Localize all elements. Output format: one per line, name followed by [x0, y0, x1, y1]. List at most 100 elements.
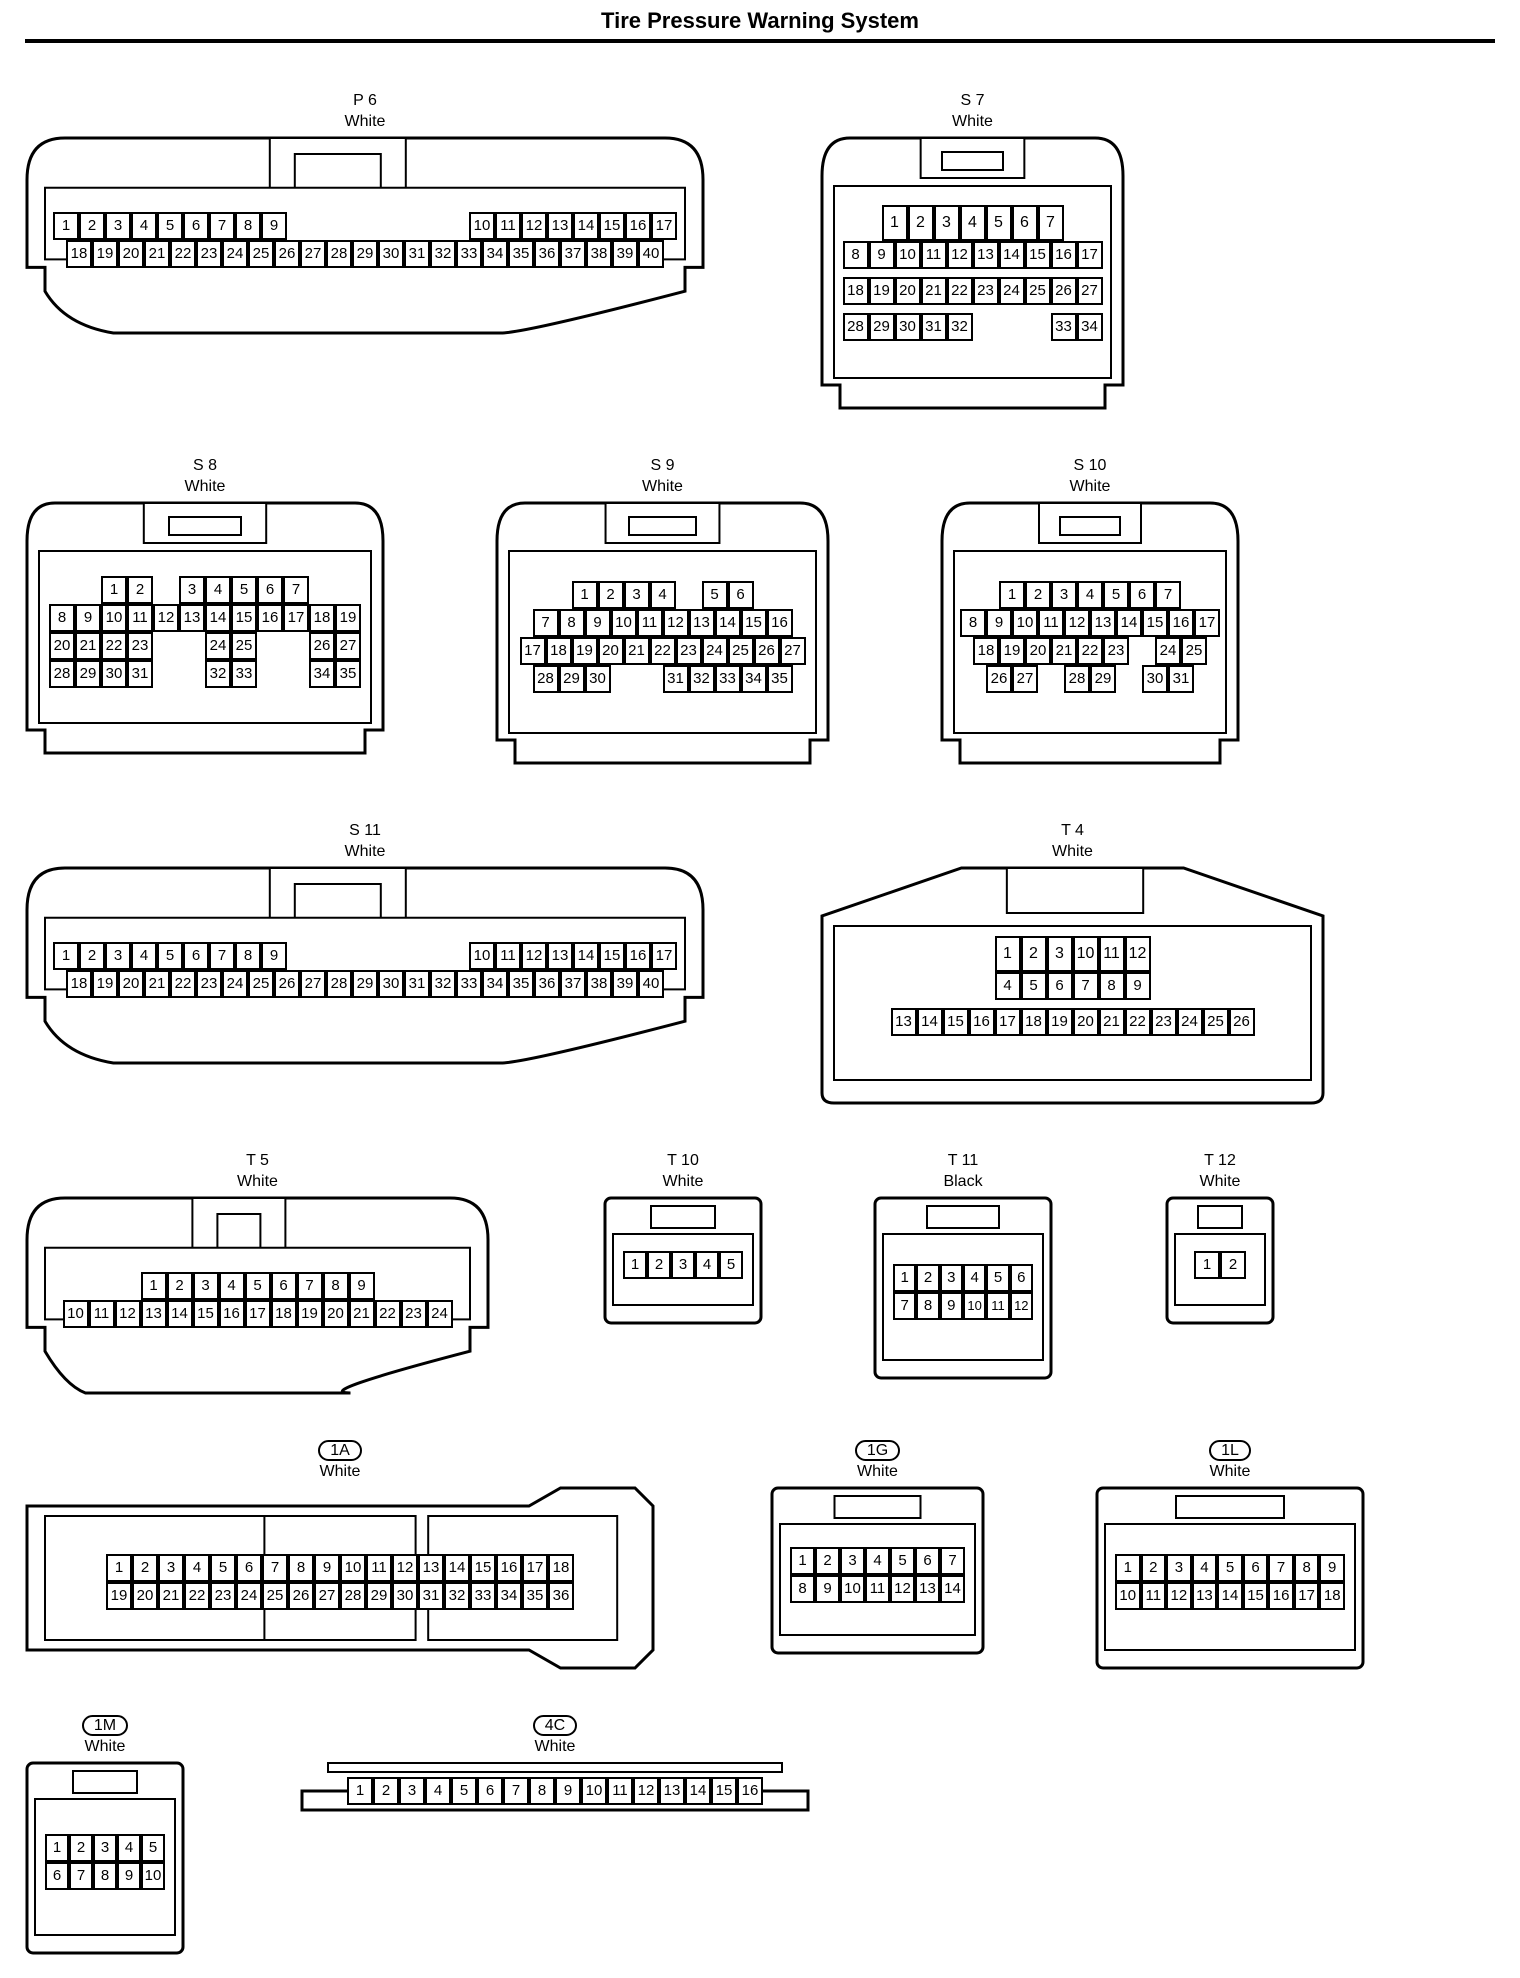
pin: 24	[1155, 637, 1181, 665]
pin: 8	[960, 609, 986, 637]
pin: 9	[261, 211, 287, 240]
pin: 34	[740, 665, 767, 693]
pin: 7	[69, 1862, 93, 1890]
pin: 19	[1046, 1007, 1073, 1036]
pin: 30	[378, 969, 404, 998]
pin: 1	[1194, 1250, 1220, 1279]
pin: 5	[719, 1250, 743, 1279]
pin: 2	[916, 1264, 940, 1292]
pin: 24	[998, 277, 1025, 305]
pin: 1	[1115, 1554, 1141, 1582]
pin: 23	[675, 637, 702, 665]
pin: 20	[132, 1582, 158, 1610]
pin: 17	[283, 604, 309, 632]
pin: 11	[1098, 935, 1125, 972]
pin: 20	[118, 239, 144, 268]
pin: 3	[158, 1554, 184, 1582]
pin: 14	[940, 1574, 965, 1603]
connector-code-text: T 12	[1204, 1152, 1236, 1169]
pin: 15	[711, 1776, 737, 1805]
pin: 9	[555, 1776, 581, 1805]
pin: 9	[75, 604, 101, 632]
pin: 2	[79, 211, 105, 240]
pin: 33	[714, 665, 741, 693]
pin: 31	[127, 660, 153, 688]
pin: 6	[1009, 1264, 1033, 1292]
pin: 37	[560, 239, 586, 268]
pin: 25	[1202, 1007, 1229, 1036]
connector-color: White	[662, 1173, 704, 1190]
pin: 3	[192, 1271, 219, 1300]
pin: 21	[75, 632, 101, 660]
pin: 3	[933, 205, 960, 241]
pin: 8	[529, 1776, 555, 1805]
pin: 35	[522, 1582, 548, 1610]
pin: 24	[205, 632, 231, 660]
pin: 11	[495, 941, 521, 970]
pin: 15	[599, 211, 625, 240]
pin: 7	[209, 941, 235, 970]
pin: 13	[915, 1574, 940, 1603]
pin: 21	[1051, 637, 1077, 665]
pin: 39	[612, 969, 638, 998]
pin: 25	[248, 239, 274, 268]
pin: 6	[270, 1271, 297, 1300]
pin: 9	[1124, 971, 1151, 1000]
pin: 20	[1072, 1007, 1099, 1036]
connector-code-text: S 8	[192, 457, 217, 474]
pin: 34	[482, 969, 508, 998]
pin: 12	[114, 1299, 141, 1328]
pin: 21	[920, 277, 947, 305]
pin: 21	[158, 1582, 184, 1610]
connector-code-text: 1G	[854, 1440, 901, 1461]
pin: 31	[1168, 665, 1194, 693]
pin: 7	[940, 1546, 965, 1575]
connector-color: White	[184, 478, 226, 495]
pin: 34	[1076, 313, 1103, 341]
pin: 10	[469, 941, 495, 970]
pin: 9	[815, 1574, 840, 1603]
pin: 10	[963, 1292, 987, 1320]
pin: 24	[236, 1582, 262, 1610]
pin: 6	[1242, 1554, 1269, 1582]
pin: 17	[1293, 1582, 1320, 1610]
pin: 18	[66, 239, 92, 268]
pin: 16	[766, 609, 793, 637]
pin: 7	[503, 1776, 529, 1805]
pin: 28	[1064, 665, 1090, 693]
pin: 19	[92, 969, 118, 998]
pin: 16	[625, 211, 651, 240]
pin: 9	[1319, 1554, 1345, 1582]
pin: 22	[946, 277, 973, 305]
pin: 23	[196, 239, 222, 268]
pin: 6	[477, 1776, 503, 1805]
pin: 10	[894, 241, 921, 269]
pin: 11	[920, 241, 947, 269]
pin: 7	[1268, 1554, 1294, 1582]
connector-code-text: 1A	[318, 1440, 362, 1461]
connector-code: T 11	[873, 1150, 1053, 1171]
pin: 14	[166, 1299, 193, 1328]
pin: 6	[45, 1862, 69, 1890]
pin: 23	[1150, 1007, 1177, 1036]
pin: 38	[586, 969, 612, 998]
pin: 13	[179, 604, 205, 632]
pin: 32	[430, 239, 456, 268]
pin: 2	[69, 1834, 93, 1862]
pin: 1	[623, 1250, 647, 1279]
pin: 7	[1155, 581, 1181, 609]
pin: 8	[49, 604, 75, 632]
pin: 20	[597, 637, 624, 665]
pin: 5	[157, 941, 183, 970]
pin: 2	[1025, 581, 1051, 609]
pin: 5	[1103, 581, 1129, 609]
pin: 2	[907, 205, 934, 241]
pin: 4	[1191, 1554, 1218, 1582]
pin: 4	[425, 1776, 451, 1805]
pin: 2	[373, 1776, 399, 1805]
pin: 10	[581, 1776, 607, 1805]
